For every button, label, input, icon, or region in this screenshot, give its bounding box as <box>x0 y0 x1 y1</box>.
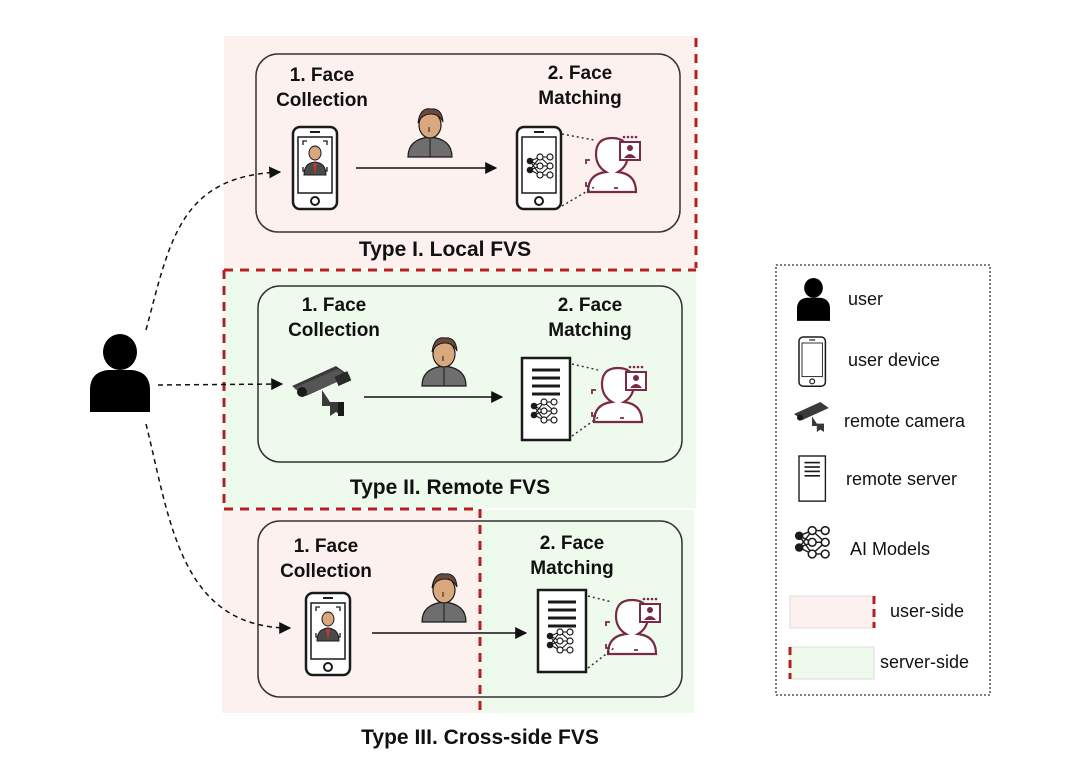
legend-camera-icon <box>794 402 829 432</box>
type1-connector-dots <box>561 133 597 207</box>
legend-server-label: remote server <box>846 469 958 489</box>
user-to-type1-arrow <box>145 166 282 331</box>
legend-user-icon <box>797 278 830 321</box>
legend-ai-icon <box>794 525 830 559</box>
type3-collection-label: 1. Face Collection <box>280 536 372 582</box>
type2-camera-icon <box>292 366 352 416</box>
legend-server-side-label: server-side <box>880 652 970 672</box>
type2-connector-dots <box>571 363 601 437</box>
type1-title: Type I. Local FVS <box>358 238 532 261</box>
type2-face-match-icon <box>590 364 648 424</box>
type1-face-match-icon <box>584 134 642 194</box>
user-to-type3-arrow <box>145 423 292 634</box>
type1-phone-ai-icon <box>515 125 563 211</box>
legend-user-label: user <box>848 289 884 309</box>
type2-person-icon <box>421 337 467 387</box>
legend-device-icon <box>798 336 827 387</box>
legend-server-icon <box>798 455 827 502</box>
type3-panel <box>257 520 683 698</box>
type3-phone-icon <box>304 591 352 677</box>
type1-phone-icon <box>291 125 339 211</box>
type3-person-icon <box>421 573 467 623</box>
type1-matching-label: 2. Face Matching <box>538 63 622 109</box>
type1-panel <box>255 53 681 233</box>
type2-server-ai-icon <box>520 356 572 442</box>
user-icon <box>90 334 150 412</box>
boundary-lines <box>222 38 698 713</box>
legend-device-label: user device <box>848 350 941 370</box>
type3-face-match-icon <box>604 596 662 656</box>
type3-server-ai-icon <box>536 588 588 674</box>
type2-panel <box>257 285 683 463</box>
legend-user-side-swatch <box>789 595 875 629</box>
legend-server-side-swatch <box>789 646 875 680</box>
type1-collection-label: 1. Face Collection <box>276 65 368 111</box>
type3-title: Type III. Cross-side FVS <box>361 726 599 749</box>
legend-box <box>775 264 991 696</box>
user-to-type2-arrow <box>157 378 284 391</box>
legend-ai-label: AI Models <box>850 539 931 559</box>
type3-matching-label: 2. Face Matching <box>530 533 614 579</box>
type2-collection-label: 1. Face Collection <box>288 295 380 341</box>
legend-user-side-label: user-side <box>890 601 965 621</box>
type2-title: Type II. Remote FVS <box>349 476 551 499</box>
legend-camera-label: remote camera <box>844 411 966 431</box>
type3-connector-dots <box>587 595 615 669</box>
type2-matching-label: 2. Face Matching <box>548 295 632 341</box>
type1-person-icon <box>407 108 453 158</box>
